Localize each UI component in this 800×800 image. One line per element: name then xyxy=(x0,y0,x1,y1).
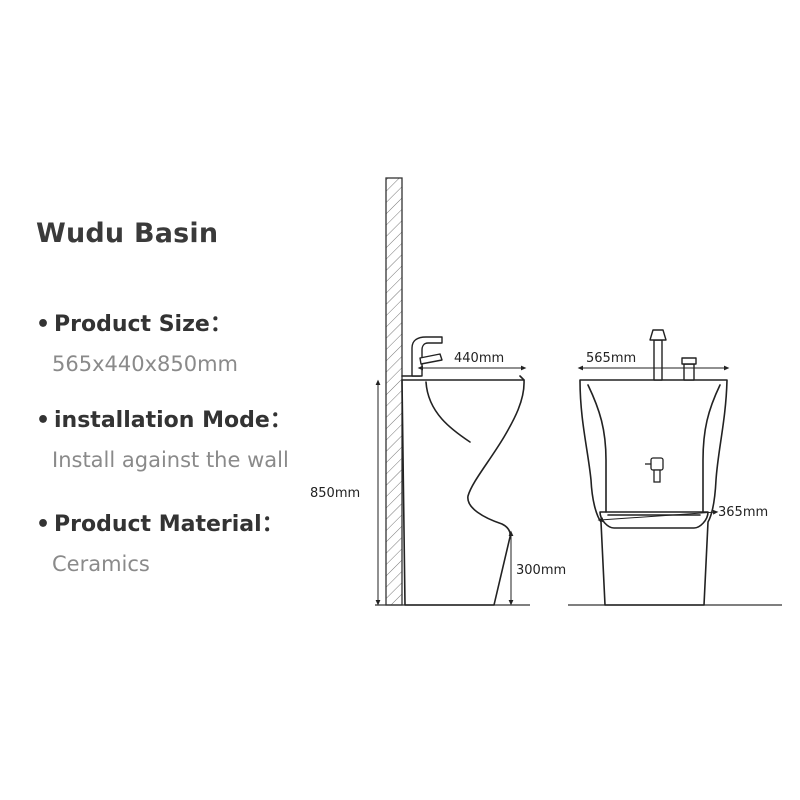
basin-front-view xyxy=(579,379,728,606)
spec-value-size: 565x440x850mm xyxy=(52,352,239,376)
spec-value-material: Ceramics xyxy=(52,552,150,576)
spec-installation-mode: •installation Mode： Install against the … xyxy=(36,402,292,472)
faucet-front-icon xyxy=(649,329,697,381)
bowl-dimension-line xyxy=(597,509,719,523)
faucet-side-icon xyxy=(411,336,443,377)
spec-label-material: Product Material： xyxy=(54,512,284,537)
spec-product-size: •Product Size： 565x440x850mm xyxy=(36,306,238,376)
bullet-icon: • xyxy=(36,312,51,337)
spec-label-installation: installation Mode： xyxy=(54,408,292,433)
spec-label-size: Product Size： xyxy=(54,312,232,337)
bullet-icon: • xyxy=(36,512,51,537)
pedestal-dimension-label: 300mm xyxy=(516,563,566,578)
basin-side-view xyxy=(401,375,525,606)
depth-dimension-label: 440mm xyxy=(454,351,504,366)
drain-fitting-icon xyxy=(645,457,664,483)
spec-value-installation: Install against the wall xyxy=(52,448,289,472)
bullet-icon: • xyxy=(36,408,51,433)
bowl-dimension-label: 365mm xyxy=(718,505,768,520)
spec-product-material: •Product Material： Ceramics xyxy=(36,506,284,576)
wall xyxy=(385,177,403,606)
width-dimension-label: 565mm xyxy=(586,351,636,366)
height-dimension-label: 850mm xyxy=(310,486,360,501)
product-title: Wudu Basin xyxy=(36,218,219,249)
